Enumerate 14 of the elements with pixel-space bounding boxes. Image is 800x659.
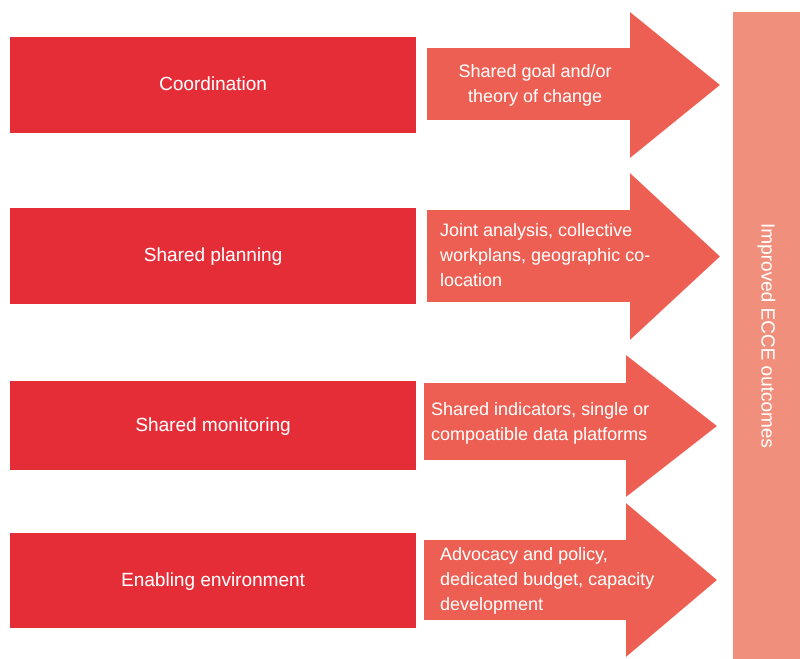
box-label: Shared planning — [144, 245, 282, 267]
outcome-bar — [733, 12, 800, 659]
process-box — [10, 208, 416, 304]
box-label: Shared monitoring — [135, 414, 291, 436]
arrow-label: Joint analysis, collective workplans, geographic co-location — [440, 219, 652, 293]
process-box — [10, 381, 416, 470]
arrow-label: Shared indicators, single or compoatible data platforms — [431, 397, 650, 446]
process-box — [10, 533, 416, 628]
arrow-label: Advocacy and policy, dedicated budget, capacity development — [440, 543, 656, 617]
process-box — [10, 37, 416, 133]
box-label: Coordination — [159, 74, 267, 96]
box-label: Enabling environment — [121, 570, 305, 592]
arrow-label: Shared goal and/or theory of change — [457, 60, 613, 108]
outcome-label: Improved ECCE outcomes — [756, 223, 778, 448]
